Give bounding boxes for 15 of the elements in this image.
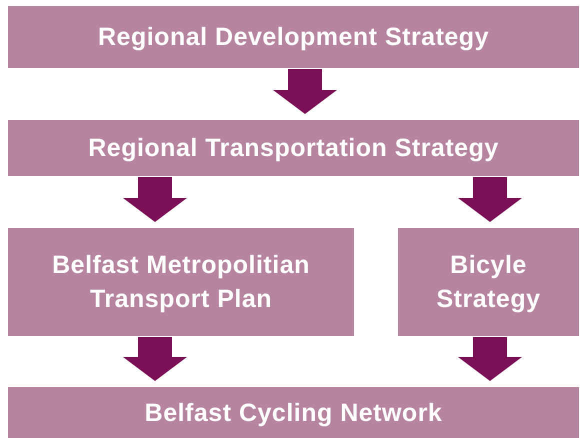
process-box bbox=[8, 228, 354, 336]
process-box bbox=[398, 228, 579, 336]
block-arrow bbox=[273, 69, 337, 114]
block-arrow bbox=[123, 177, 187, 222]
box-label: Belfast Cycling Network bbox=[144, 398, 442, 428]
block-arrow bbox=[458, 337, 522, 381]
process-box bbox=[8, 120, 579, 176]
box-label: Belfast Metropolitian Transport Plan bbox=[51, 250, 311, 315]
block-arrow bbox=[123, 337, 187, 381]
process-box bbox=[8, 387, 579, 438]
box-label: Regional Development Strategy bbox=[98, 22, 489, 53]
block-arrow bbox=[458, 177, 522, 222]
box-label: Bicyle Strategy bbox=[435, 250, 542, 315]
box-label: Regional Transportation Strategy bbox=[88, 133, 499, 164]
process-box bbox=[8, 6, 579, 68]
